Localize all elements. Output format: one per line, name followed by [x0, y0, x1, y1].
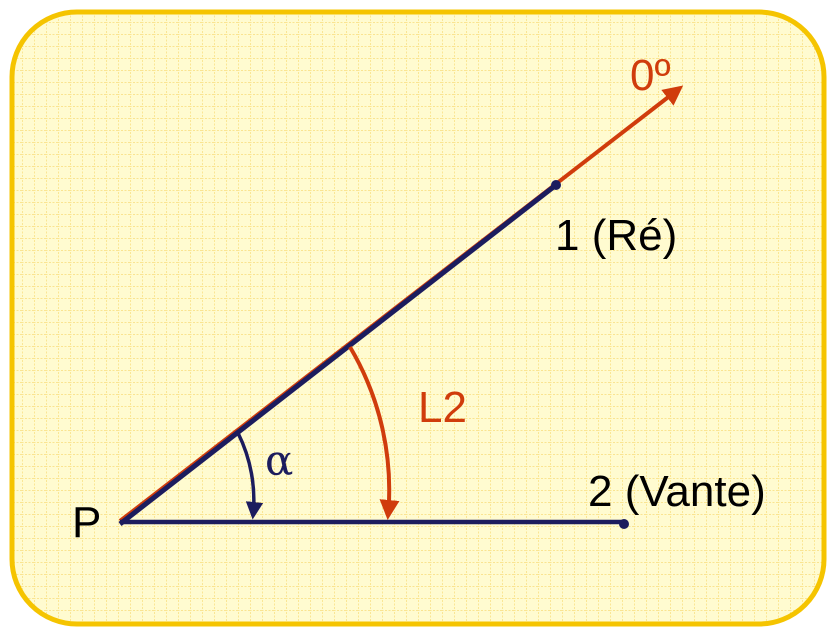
line-p-to-re [118, 183, 558, 526]
point-re-marker [551, 180, 561, 190]
angle-alpha-label: α [265, 436, 293, 485]
point-p-label: P [72, 498, 101, 547]
panel-border [9, 9, 827, 627]
point-re-label: 1 (Ré) [555, 211, 677, 260]
arc-l2-label: L2 [418, 383, 467, 432]
zero-degree-label: 0º [630, 51, 671, 100]
panel-grid [12, 12, 824, 624]
l2-angle-arc [348, 345, 400, 520]
point-vante-label: 2 (Vante) [588, 467, 766, 516]
point-vante-marker [619, 519, 629, 529]
alpha-angle-arc [236, 432, 264, 520]
